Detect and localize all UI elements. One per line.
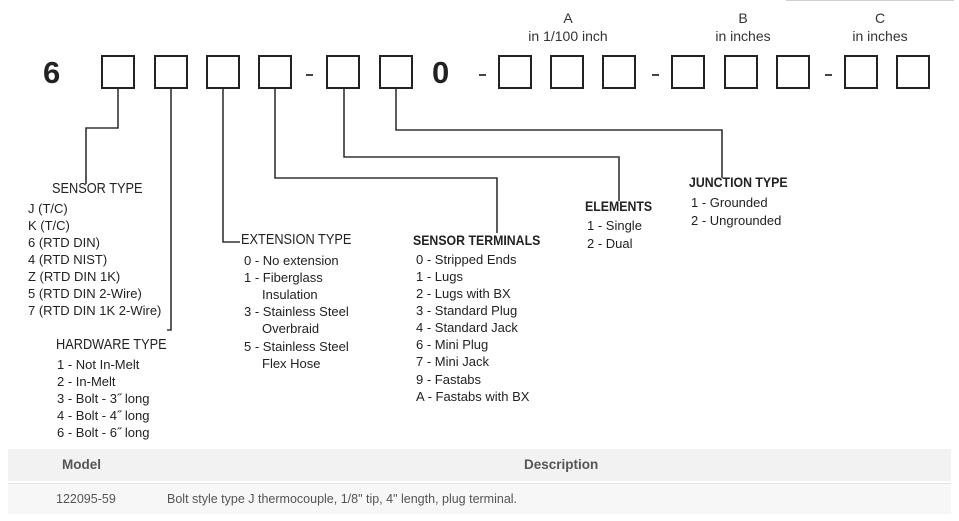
sensor-type-item: K (T/C) xyxy=(28,218,70,233)
hardware-type-item: 3 - Bolt - 3˝ long xyxy=(57,391,150,406)
hardware-type-box xyxy=(154,55,188,89)
description-column-header: Description xyxy=(524,457,599,472)
sensor-terminals-item: 6 - Mini Plug xyxy=(416,337,489,352)
elements-title: ELEMENTS xyxy=(585,198,653,214)
extension-type-connector xyxy=(222,89,240,243)
sensor-terminals-item: 4 - Standard Jack xyxy=(416,320,518,335)
extension-type-item: 3 - Stainless Steel xyxy=(244,304,349,319)
column-b-unit: in inches xyxy=(715,28,771,44)
sensor-type-item: 5 (RTD DIN 2-Wire) xyxy=(28,286,142,301)
junction-type-title: JUNCTION TYPE xyxy=(689,174,788,190)
junction-type-item: 1 - Grounded xyxy=(691,195,768,210)
sensor-terminals-item: 9 - Fastabs xyxy=(416,372,482,387)
sensor-type-title: SENSOR TYPE xyxy=(52,181,143,197)
hardware-type-connector xyxy=(167,89,172,331)
column-a-header: A in 1/100 inch xyxy=(508,9,628,45)
sensor-terminals-item: A - Fastabs with BX xyxy=(416,389,530,404)
sensor-terminals-item: 2 - Lugs with BX xyxy=(416,286,511,301)
dimension-c-box-1 xyxy=(844,55,878,89)
dimension-a-box-2 xyxy=(550,55,584,89)
dimension-b-box-1 xyxy=(671,55,705,89)
hardware-type-item: 4 - Bolt - 4˝ long xyxy=(57,408,150,423)
extension-type-box xyxy=(206,55,240,89)
junction-type-connector xyxy=(395,89,723,178)
sensor-type-item: J (T/C) xyxy=(28,201,68,216)
sensor-terminals-item: 7 - Mini Jack xyxy=(416,354,489,369)
table-header: Model Description xyxy=(8,449,951,481)
sensor-type-item: Z (RTD DIN 1K) xyxy=(28,269,121,284)
extension-type-item: 0 - No extension xyxy=(244,253,339,268)
hardware-type-item: 6 - Bolt - 6˝ long xyxy=(57,425,150,440)
sensor-terminals-item: 1 - Lugs xyxy=(416,269,463,284)
column-c-letter: C xyxy=(874,10,886,26)
description-cell: Bolt style type J thermocouple, 1/8" tip… xyxy=(167,492,518,506)
sensor-type-connector xyxy=(85,89,119,184)
sensor-terminals-box xyxy=(326,55,360,89)
sensor-terminals-connector xyxy=(274,89,498,233)
fixed-zero-digit: 0 xyxy=(432,55,450,90)
separator-dash xyxy=(652,74,659,76)
table-row: 122095-59 Bolt style type J thermocouple… xyxy=(8,483,951,514)
hardware-type-title: HARDWARE TYPE xyxy=(56,337,167,353)
elements-item: 1 - Single xyxy=(587,218,642,233)
extension-type-item: Overbraid xyxy=(262,321,320,336)
extension-type-item: 5 - Stainless Steel xyxy=(244,339,349,354)
model-column-header: Model xyxy=(62,457,101,472)
sensor-terminals-item: 3 - Standard Plug xyxy=(416,303,518,318)
column-b-header: B in inches xyxy=(693,9,793,45)
hardware-type-item: 2 - In-Melt xyxy=(57,374,116,389)
hardware-type-item: 1 - Not In-Melt xyxy=(57,357,140,372)
sensor-terminals-item: 0 - Stripped Ends xyxy=(416,252,517,267)
dimension-b-box-3 xyxy=(776,55,810,89)
dimension-b-box-2 xyxy=(724,55,758,89)
sensor-type-item: 6 (RTD DIN) xyxy=(28,235,100,250)
column-c-header: C in inches xyxy=(830,9,930,45)
extension-type-item: Flex Hose xyxy=(262,356,321,371)
sensor-type-item: 4 (RTD NIST) xyxy=(28,252,108,267)
dimension-a-box-3 xyxy=(602,55,636,89)
separator-dash xyxy=(479,74,486,76)
junction-type-item: 2 - Ungrounded xyxy=(691,213,782,228)
column-a-unit: in 1/100 inch xyxy=(528,28,608,44)
prefix-digit: 6 xyxy=(43,55,61,90)
sensor-type-box xyxy=(101,55,135,89)
extension-type-box-2 xyxy=(258,55,292,89)
column-b-letter: B xyxy=(738,10,748,26)
extension-type-item: 1 - Fiberglass xyxy=(244,270,323,285)
separator-dash xyxy=(306,74,313,76)
separator-dash xyxy=(825,74,832,76)
sensor-type-item: 7 (RTD DIN 1K 2-Wire) xyxy=(28,303,162,318)
extension-type-item: Insulation xyxy=(262,287,318,302)
model-cell: 122095-59 xyxy=(56,492,116,506)
column-a-letter: A xyxy=(563,10,573,26)
extension-type-title: EXTENSION TYPE xyxy=(241,232,352,248)
elements-connector xyxy=(343,89,620,201)
elements-junction-box xyxy=(379,55,413,89)
column-c-unit: in inches xyxy=(852,28,908,44)
top-divider xyxy=(786,0,954,1)
sensor-terminals-title: SENSOR TERMINALS xyxy=(413,232,541,248)
dimension-c-box-2 xyxy=(896,55,930,89)
elements-item: 2 - Dual xyxy=(587,236,633,251)
dimension-a-box-1 xyxy=(498,55,532,89)
